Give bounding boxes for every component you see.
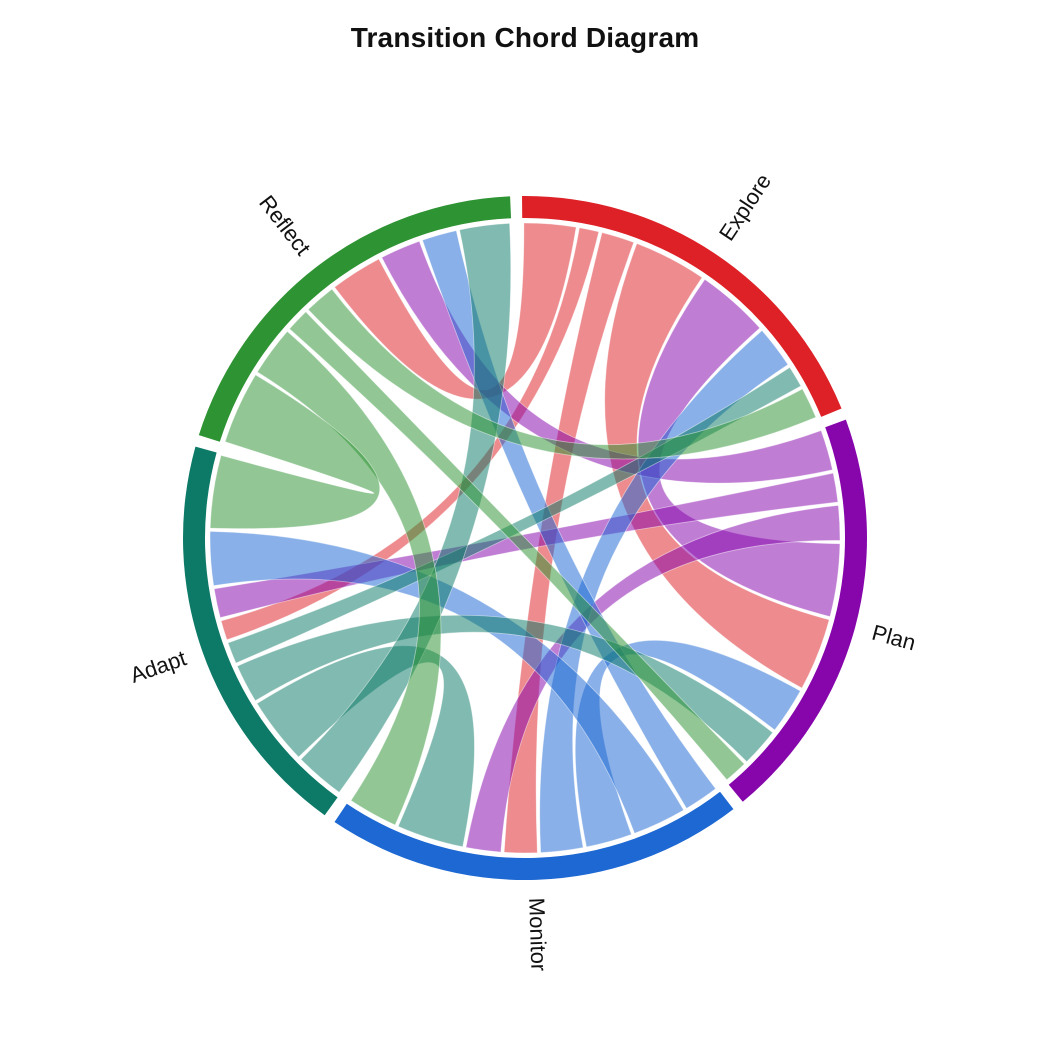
ribbon-monitor-to-plan: [574, 640, 801, 848]
sector-label-monitor: Monitor: [524, 897, 551, 971]
ribbon-reflect-to-monitor: [256, 330, 442, 826]
ribbon-reflect-to-explore: [307, 288, 817, 460]
ribbon-reflect-to-adapt: [209, 374, 381, 530]
ribbon-reflect-to-plan: [288, 311, 745, 781]
ribbon-plan-to-explore: [637, 278, 841, 618]
sector-arc-monitor: [334, 791, 734, 881]
sector-label-reflect: Reflect: [254, 190, 316, 260]
ribbon-adapt-to-reflect: [300, 222, 512, 793]
sector-arc-explore: [522, 195, 842, 417]
sector-arc-reflect: [198, 196, 512, 442]
ribbon-plan-to-monitor: [465, 504, 841, 853]
sector-arc-plan: [728, 419, 867, 802]
ribbon-explore-to-adapt: [220, 227, 600, 641]
sector-label-plan: Plan: [869, 620, 918, 656]
sector-label-explore: Explore: [714, 169, 776, 245]
ribbon-adapt-to-explore: [227, 366, 802, 664]
sector-label-adapt: Adapt: [127, 645, 190, 688]
sector-arc-adapt: [182, 446, 338, 816]
chart-title: Transition Chord Diagram: [350, 22, 700, 53]
